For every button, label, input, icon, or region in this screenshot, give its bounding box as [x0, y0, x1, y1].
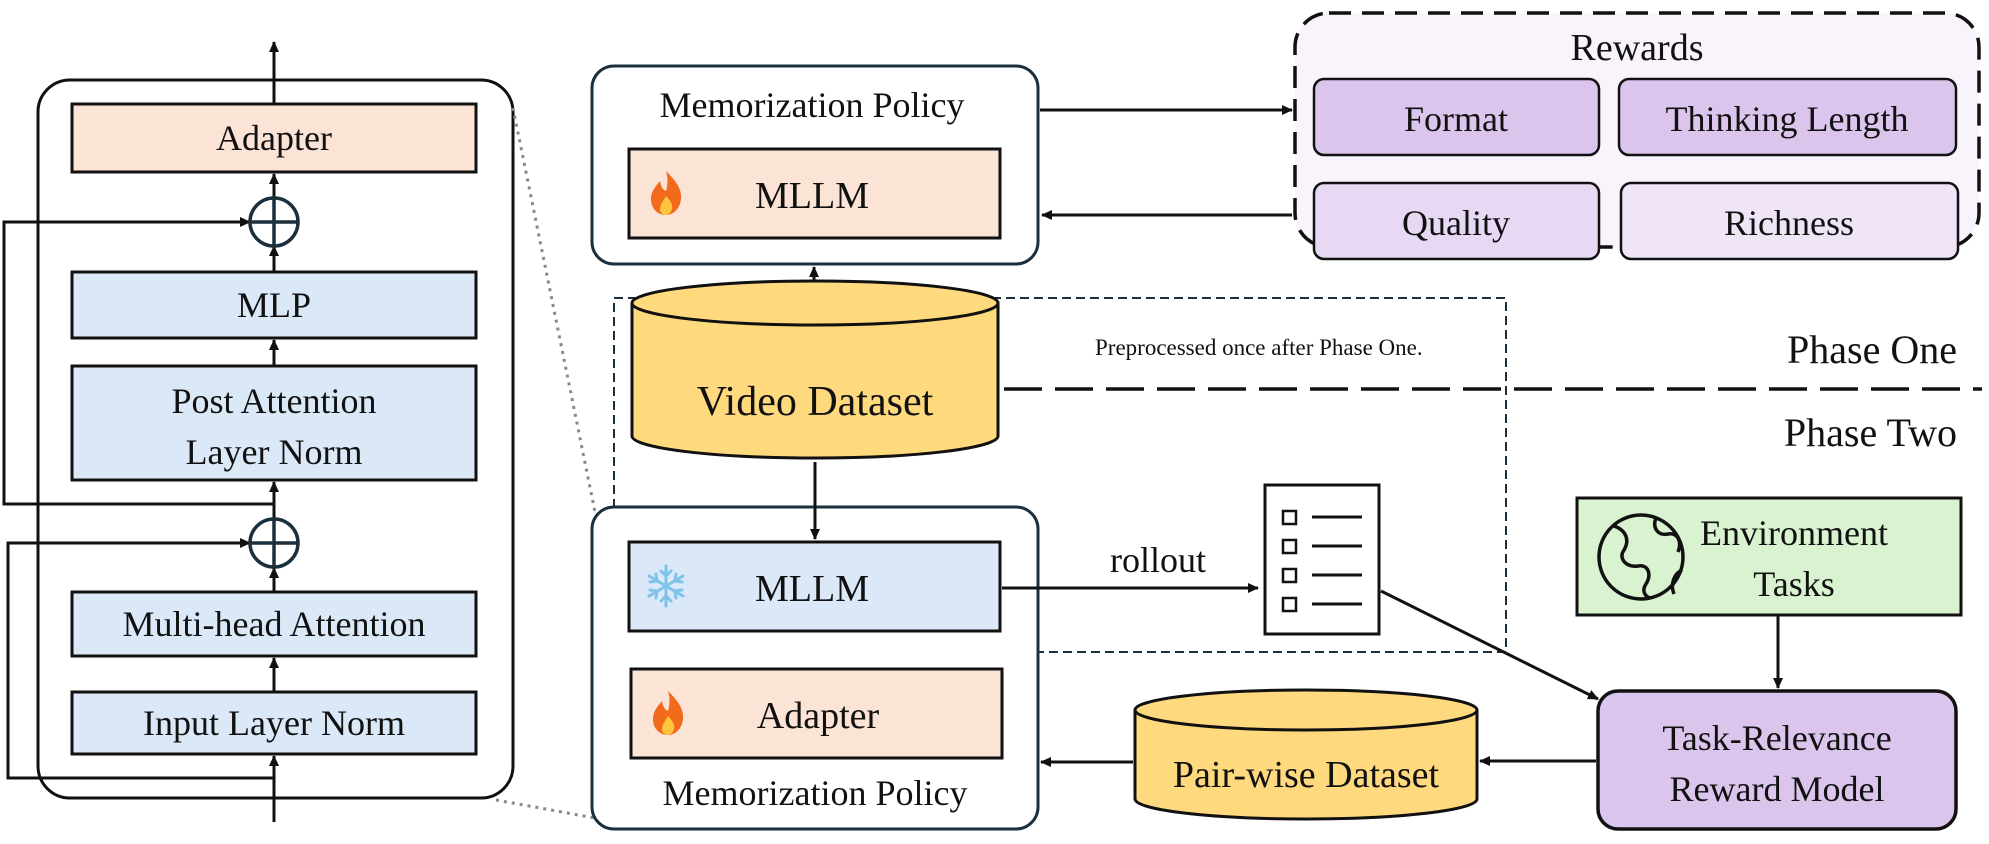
- phase-two-adapter-label: Adapter: [757, 695, 880, 737]
- pair-wise-dataset-label: Pair-wise Dataset: [1173, 754, 1440, 796]
- reward-model-label: Reward Model: [1670, 769, 1885, 809]
- add-circle-icon: [248, 196, 300, 248]
- adapter-box: [70, 102, 478, 174]
- phase-two-mllm-box: [627, 540, 1002, 633]
- phase-one-label: Phase One: [1787, 327, 1957, 372]
- reward-format-label: Format: [1404, 99, 1508, 139]
- tasks-label: Tasks: [1753, 564, 1834, 604]
- snowflake-icon: [647, 564, 685, 608]
- rollout-label: rollout: [1110, 540, 1206, 580]
- phase-two-label: Phase Two: [1784, 410, 1957, 455]
- reward-format-box: [1312, 77, 1601, 157]
- reward-richness-box: [1619, 181, 1960, 261]
- input-layer-norm-label: Input Layer Norm: [143, 703, 405, 743]
- input-layer-norm-box: [70, 690, 478, 756]
- residual-path-upper: [2, 217, 274, 506]
- rewards-title: Rewards: [1571, 27, 1704, 69]
- layer-norm-label: Layer Norm: [186, 432, 363, 472]
- zoom-connector-bottom: [495, 798, 596, 820]
- arrow-rollout-to-reward-model: [1380, 589, 1599, 701]
- preprocess-region: [613, 297, 1507, 653]
- fire-icon: [651, 171, 682, 215]
- fire-icon: [653, 691, 684, 735]
- pair-wise-dataset-cylinder: [1133, 688, 1479, 821]
- transformer-block: Adapter MLP Post Attention Layer Norm Mu…: [2, 41, 515, 822]
- video-dataset-label: Video Dataset: [697, 379, 934, 425]
- environment-label: Environment: [1700, 513, 1888, 553]
- mlp-box: [70, 270, 478, 340]
- preprocess-note: Preprocessed once after Phase One.: [1095, 335, 1423, 360]
- phase-one: Memorization Policy MLLM Rewards Format …: [590, 11, 1982, 653]
- phase-two-mllm-label: MLLM: [755, 568, 869, 610]
- environment-tasks-box: [1575, 496, 1963, 617]
- globe-icon: [1597, 513, 1685, 601]
- reward-thinking-length-label: Thinking Length: [1666, 99, 1909, 139]
- reward-quality-box: [1312, 181, 1601, 261]
- task-relevance-reward-model-box: [1596, 689, 1958, 831]
- phase-two-policy-title: Memorization Policy: [663, 773, 968, 813]
- task-relevance-label: Task-Relevance: [1662, 718, 1891, 758]
- reward-quality-label: Quality: [1402, 203, 1510, 243]
- zoom-connector-top: [511, 107, 597, 513]
- multi-head-attention-box: [70, 590, 478, 658]
- checklist-icon: [1263, 483, 1381, 636]
- add-circle-icon: [248, 517, 300, 569]
- phase-two: Phase Two MLLM Adapter Memorization Poli…: [590, 410, 1963, 831]
- video-dataset-cylinder: [630, 279, 1000, 460]
- phase-two-adapter-box: [629, 667, 1004, 760]
- reward-richness-label: Richness: [1724, 203, 1854, 243]
- multi-head-attention-label: Multi-head Attention: [123, 604, 426, 644]
- phase-one-mllm-box: [627, 147, 1002, 240]
- reward-thinking-length-box: [1617, 77, 1958, 157]
- adapter-label: Adapter: [216, 118, 332, 158]
- post-attention-layer-norm-box: [70, 364, 478, 482]
- post-attention-label: Post Attention: [171, 381, 376, 421]
- phase-one-mllm-label: MLLM: [755, 175, 869, 217]
- phase-one-policy-title: Memorization Policy: [660, 85, 965, 125]
- mlp-label: MLP: [237, 285, 311, 325]
- residual-path-lower: [6, 538, 274, 780]
